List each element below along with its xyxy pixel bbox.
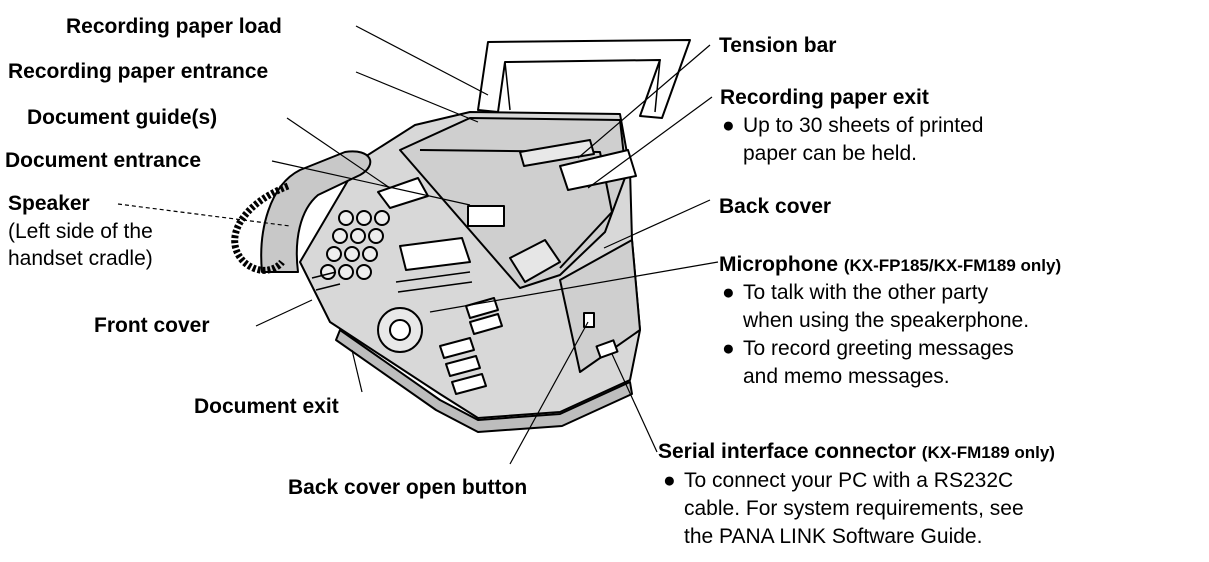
leader-tension-bar xyxy=(577,44,711,159)
note-paper-exit-2: paper can be held. xyxy=(743,142,917,165)
leader-document-exit xyxy=(351,349,363,393)
note-serial-3: the PANA LINK Software Guide. xyxy=(684,525,983,548)
label-speaker-note-1: (Left side of the xyxy=(8,220,153,243)
label-tension-bar: Tension bar xyxy=(719,34,837,57)
handset xyxy=(260,150,372,273)
handset-cord xyxy=(231,182,290,274)
label-document-entrance: Document entrance xyxy=(5,149,202,172)
leader-serial-interface xyxy=(611,353,658,453)
leader-microphone xyxy=(429,261,719,313)
label-front-cover: Front cover xyxy=(94,314,210,337)
keypad xyxy=(320,210,390,280)
tension-bar-shape xyxy=(519,139,595,167)
label-back-cover: Back cover xyxy=(719,195,832,218)
leader-document-entrance xyxy=(271,160,471,206)
function-buttons xyxy=(439,297,503,395)
label-recording-paper-entrance: Recording paper entrance xyxy=(8,60,269,83)
note-serial-2: cable. For system requirements, see xyxy=(684,497,1024,520)
label-microphone: Microphone (KX-FP185/KX-FM189 only) xyxy=(719,253,1062,276)
note-mic-1b: when using the speakerphone. xyxy=(743,309,1030,332)
label-recording-paper-exit: Recording paper exit xyxy=(720,86,929,109)
side-panel xyxy=(559,239,641,373)
leader-speaker xyxy=(117,203,291,227)
note-serial-1: ●To connect your PC with a RS232C xyxy=(663,469,1014,492)
label-speaker-note-2: handset cradle) xyxy=(8,247,153,270)
label-speaker: Speaker xyxy=(8,192,90,215)
label-document-guides: Document guide(s) xyxy=(27,106,218,129)
label-recording-paper-load: Recording paper load xyxy=(66,15,282,38)
leader-recording-paper-entrance xyxy=(355,71,479,123)
paper-support-tray xyxy=(477,39,691,119)
label-document-exit: Document exit xyxy=(194,395,339,418)
label-back-cover-open-button: Back cover open button xyxy=(288,476,528,499)
serial-connector-port xyxy=(595,339,619,359)
leader-lines xyxy=(117,25,719,465)
fax-base xyxy=(335,329,633,433)
leader-back-cover-open-button xyxy=(509,321,589,465)
note-paper-exit-1: ●Up to 30 sheets of printed xyxy=(722,114,984,137)
note-mic-2a: ●To record greeting messages xyxy=(722,337,1014,360)
note-mic-1a: ●To talk with the other party xyxy=(722,281,989,304)
leader-document-guides xyxy=(286,117,391,189)
scanner-window xyxy=(467,205,505,227)
leader-front-cover xyxy=(255,299,313,327)
label-serial-interface: Serial interface connector (KX-FM189 onl… xyxy=(658,440,1055,463)
leader-recording-paper-load xyxy=(355,25,489,96)
back-cover-shape xyxy=(399,117,627,289)
leader-recording-paper-exit xyxy=(587,96,713,189)
note-mic-2b: and memo messages. xyxy=(743,365,950,388)
leader-back-cover xyxy=(603,199,711,249)
recording-paper-exit-shape xyxy=(559,149,637,191)
lcd-display xyxy=(399,237,471,271)
back-cover-open-button-shape xyxy=(583,312,595,328)
